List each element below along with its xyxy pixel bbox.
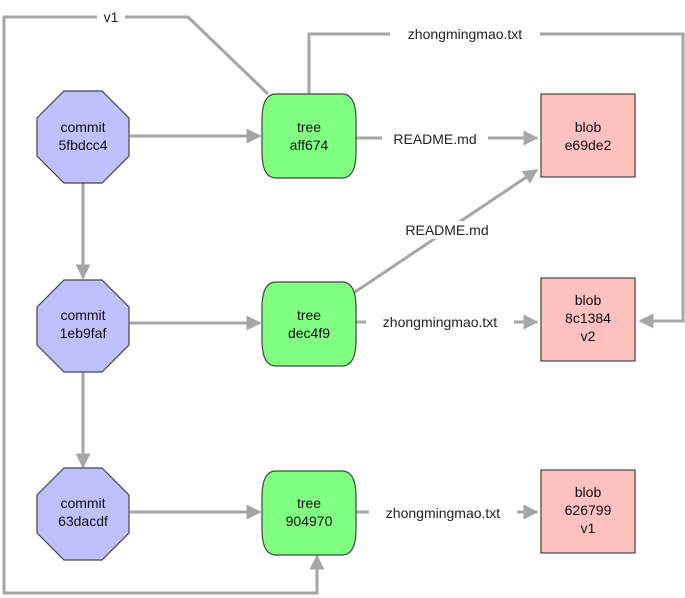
svg-text:zhongmingmao.txt: zhongmingmao.txt xyxy=(383,314,498,330)
edge-tree1-blob2 xyxy=(307,32,685,329)
tree-node-2: tree dec4f9 xyxy=(261,281,357,367)
svg-text:dec4f9: dec4f9 xyxy=(288,325,330,341)
svg-text:zhongmingmao.txt: zhongmingmao.txt xyxy=(386,505,501,521)
edge-label-tree2-blob2: zhongmingmao.txt xyxy=(366,313,514,331)
svg-text:commit: commit xyxy=(60,495,105,511)
svg-text:commit: commit xyxy=(60,307,105,323)
svg-text:v1: v1 xyxy=(104,9,119,25)
blob-node-1: blob e69de2 xyxy=(540,93,636,178)
svg-text:v1: v1 xyxy=(581,520,596,536)
svg-text:63dacdf: 63dacdf xyxy=(58,513,108,529)
svg-text:v2: v2 xyxy=(581,328,596,344)
svg-text:e69de2: e69de2 xyxy=(565,137,612,153)
svg-text:zhongmingmao.txt: zhongmingmao.txt xyxy=(408,26,523,42)
svg-text:tree: tree xyxy=(297,307,321,323)
edge-label-tree3-blob3: zhongmingmao.txt xyxy=(369,504,517,522)
svg-text:8c1384: 8c1384 xyxy=(565,310,611,326)
edge-tree1-tree3-v1 xyxy=(2,15,325,595)
svg-text:tree: tree xyxy=(297,119,321,135)
tree-node-1: tree aff674 xyxy=(261,93,357,179)
commit-node-1: commit 5fbdcc4 xyxy=(36,90,130,184)
svg-text:commit: commit xyxy=(60,119,105,135)
svg-text:blob: blob xyxy=(575,119,602,135)
svg-text:blob: blob xyxy=(575,484,602,500)
tree-node-3: tree 904970 xyxy=(261,470,357,556)
svg-text:README.md: README.md xyxy=(405,222,488,238)
edge-label-v1: v1 xyxy=(97,8,125,26)
commit-node-3: commit 63dacdf xyxy=(36,467,130,561)
svg-text:904970: 904970 xyxy=(286,513,333,529)
svg-text:blob: blob xyxy=(575,292,602,308)
svg-text:tree: tree xyxy=(297,495,321,511)
svg-text:README.md: README.md xyxy=(393,131,476,147)
blob-node-3: blob 626799 v1 xyxy=(540,469,636,554)
svg-text:626799: 626799 xyxy=(565,502,612,518)
edge-label-tree1-blob1: README.md xyxy=(382,130,488,148)
svg-text:5fbdcc4: 5fbdcc4 xyxy=(58,137,107,153)
svg-text:1eb9faf: 1eb9faf xyxy=(60,325,107,341)
blob-node-2: blob 8c1384 v2 xyxy=(540,277,636,362)
edge-label-tree1-blob2: zhongmingmao.txt xyxy=(390,25,540,43)
commit-node-2: commit 1eb9faf xyxy=(36,279,130,373)
edge-label-tree2-blob1: README.md xyxy=(394,221,500,239)
svg-text:aff674: aff674 xyxy=(290,137,329,153)
